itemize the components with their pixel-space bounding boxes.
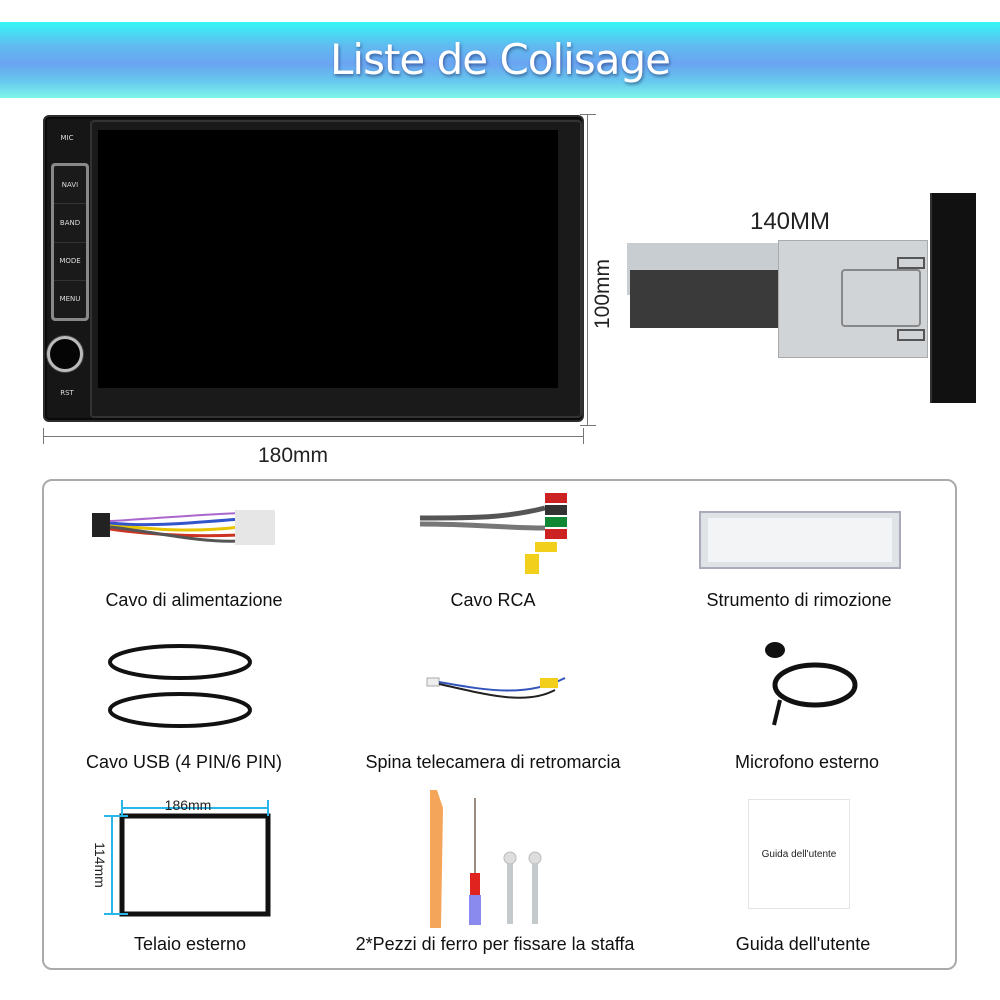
width-label: 180mm (257, 444, 329, 467)
outer-frame-icon (104, 800, 271, 917)
navi-button[interactable]: NAVI (54, 166, 86, 205)
rca-cable-icon (419, 493, 567, 574)
item-label: Guida dell'utente (735, 934, 871, 954)
band-button[interactable]: BAND (54, 204, 86, 243)
rst-label: RST (60, 389, 74, 397)
item-label: 2*Pezzi di ferro per fissare la staffa (355, 934, 635, 954)
accessories-box (42, 479, 957, 970)
usb-cable-icon (108, 644, 252, 728)
item-label: Microfono esterno (734, 752, 880, 772)
mic-label: MIC (60, 134, 74, 142)
width-dimension-line (43, 436, 584, 437)
menu-button[interactable]: MENU (59, 295, 81, 304)
item-label: Strumento di rimozione (706, 590, 892, 610)
frame-width-label: 186mm (164, 797, 212, 813)
item-label: Telaio esterno (133, 934, 247, 954)
microphone-icon (765, 642, 858, 726)
item-label: Cavo USB (4 PIN/6 PIN) (85, 752, 283, 772)
touch-screen[interactable] (98, 130, 558, 388)
title-banner (0, 22, 1000, 98)
item-label: Cavo RCA (450, 590, 536, 610)
dim-tick (580, 425, 596, 426)
depth-label: 140MM (749, 208, 831, 235)
dim-tick (43, 428, 44, 444)
mode-button[interactable]: MODE (54, 243, 86, 281)
wiring-harness-icon (92, 510, 275, 545)
volume-knob[interactable] (47, 336, 83, 372)
item-label: Cavo di alimentazione (105, 590, 283, 610)
hardware-button-panel: NAVI BAND MODE MENU (51, 163, 89, 321)
reverse-camera-cable-icon (426, 677, 566, 699)
front-panel-side (930, 193, 976, 403)
mounting-bracket-icon (699, 511, 901, 569)
chassis-rear-block (630, 270, 780, 328)
height-dimension-line (587, 114, 588, 426)
page-title: Liste de Colisage (330, 35, 671, 84)
dim-tick (580, 114, 596, 115)
tools-screws-icon (430, 790, 542, 928)
side-mounting-bracket (778, 240, 928, 358)
guide-cover-text: Guida dell'utente (761, 848, 837, 860)
dim-tick (583, 428, 584, 444)
frame-height-label: 114mm (92, 842, 108, 888)
height-label: 100mm (591, 258, 614, 330)
item-label: Spina telecamera di retromarcia (365, 752, 621, 772)
user-guide-icon: Guida dell'utente (748, 799, 850, 909)
